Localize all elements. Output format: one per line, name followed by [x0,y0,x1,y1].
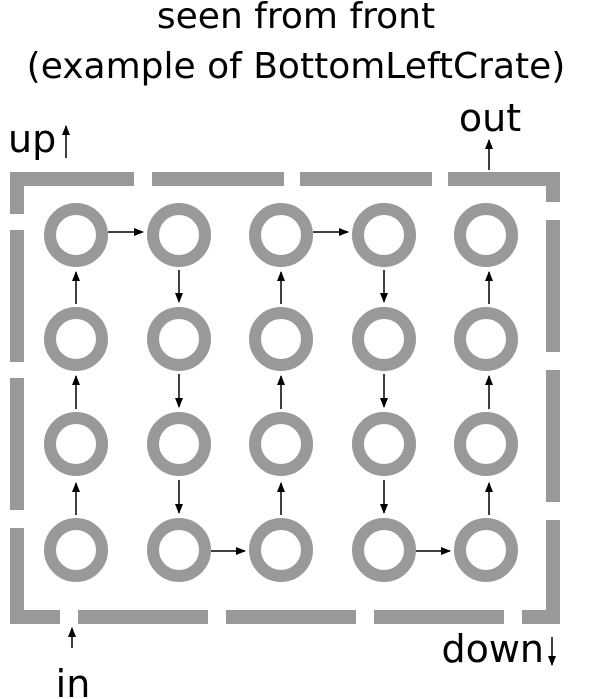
crate-border-segment [374,610,504,624]
ring [249,307,313,371]
ring [352,307,416,371]
ring [147,518,211,582]
title-line-2: (example of BottomLeftCrate) [27,46,566,87]
crate-border-segment [152,172,284,186]
ring [249,412,313,476]
ring [147,203,211,267]
crate-border-segment [10,230,24,362]
crate-border-segment [10,610,60,624]
label-up: up [8,117,56,161]
ring [44,307,108,371]
title-line-1: seen from front [157,0,435,37]
ring [147,307,211,371]
crate-border-segment [10,172,24,214]
crate-border-segment [10,172,134,186]
ring [249,518,313,582]
crate-border-segment [78,610,208,624]
crate-border-segment [10,378,24,510]
ring [147,412,211,476]
ring [44,518,108,582]
label-down: down [441,627,544,671]
flow-arrows [62,125,556,666]
ring-grid [44,203,518,582]
label-out: out [459,96,521,140]
ring [352,412,416,476]
ring [249,203,313,267]
ring [352,518,416,582]
ring [454,518,518,582]
ring [454,412,518,476]
crate-border-segment [300,172,432,186]
crate-border-segment [10,528,24,624]
label-in: in [56,662,91,699]
ring [44,412,108,476]
ring [454,307,518,371]
ring [352,203,416,267]
crate-border-segment [546,172,560,202]
crate-border-segment [546,220,560,352]
crate-border-segment [546,520,560,624]
crate-border-segment [448,172,560,186]
crate-border-segment [546,370,560,502]
crate-border [10,172,560,624]
crate-border-segment [226,610,356,624]
ring [454,203,518,267]
ring [44,203,108,267]
